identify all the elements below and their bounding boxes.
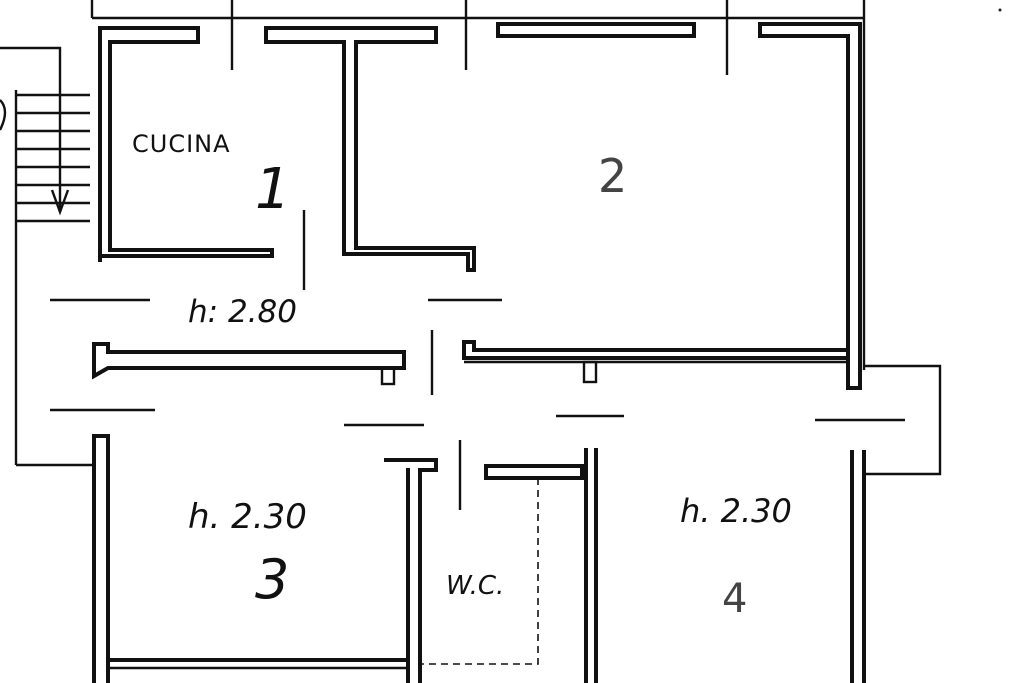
wc-label: W.C.: [446, 571, 504, 601]
wc-walls: [420, 448, 598, 683]
room-4-walls: [850, 450, 866, 683]
room-3-height-label: h. 2.30: [188, 497, 307, 537]
top-outer-wall: [90, 0, 866, 370]
hall-height-label: h: 2.80: [188, 294, 297, 330]
balcony: [864, 364, 942, 476]
stair-arrow-icon: [50, 189, 70, 216]
staircase: [0, 46, 92, 467]
room-1-number: 1: [255, 157, 291, 222]
speck: [998, 8, 1002, 12]
room-4-number: 4: [722, 576, 747, 622]
hallway-walls: [50, 210, 905, 510]
room-3-number: 3: [255, 548, 289, 611]
room-2-number: 2: [598, 149, 627, 203]
room-3-walls: [92, 434, 438, 683]
room-2-walls: [462, 22, 862, 390]
room-4-height-label: h. 2.30: [680, 492, 792, 530]
kitchen-label: CUCINA: [132, 130, 231, 158]
kitchen-walls: [98, 26, 476, 272]
